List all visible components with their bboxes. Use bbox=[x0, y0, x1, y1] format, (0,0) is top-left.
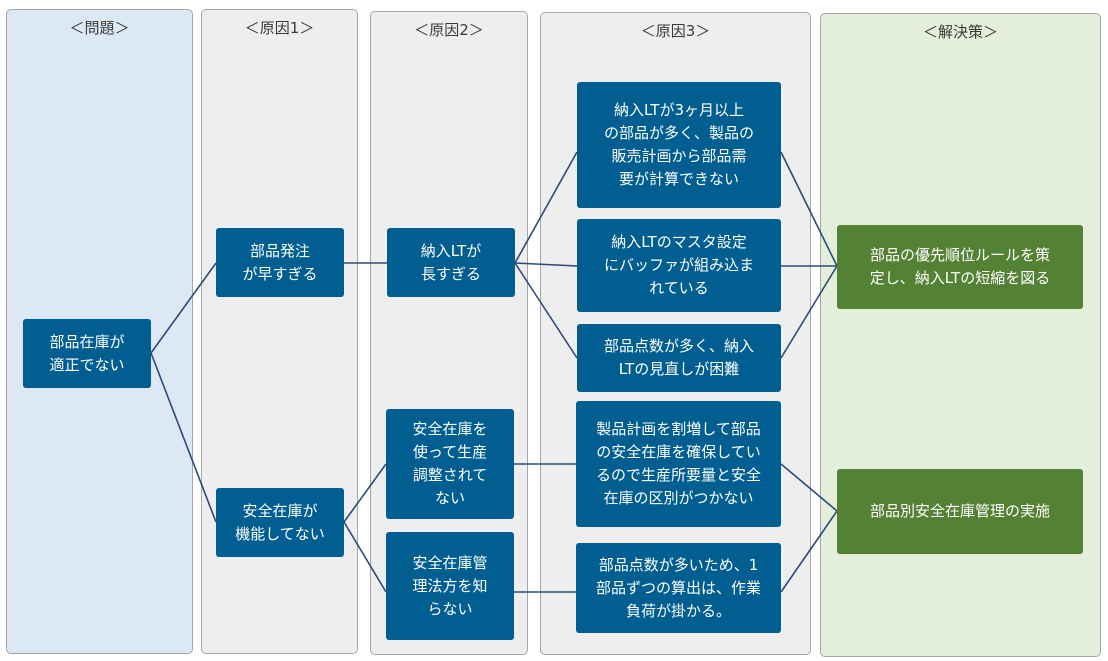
node-cause3-4: 製品計画を割増して部品 の安全在庫を確保してい るので生産所要量と安全 在庫の区… bbox=[576, 401, 781, 527]
connector-c1bottom-c2mid bbox=[343, 463, 387, 523]
node-cause3-3: 部品点数が多く、納入 LTの見直しが困難 bbox=[577, 324, 781, 392]
node-problem: 部品在庫が 適正でない bbox=[23, 319, 151, 388]
node-solution-safety-stock-mgmt: 部品別安全在庫管理の実施 bbox=[837, 469, 1083, 554]
node-cause2-long-leadtime: 納入LTが 長すぎる bbox=[387, 228, 515, 297]
node-cause3-5: 部品点数が多いため、1 部品ずつの算出は、作業 負荷が掛かる。 bbox=[576, 543, 781, 633]
node-cause3-2: 納入LTのマスタ設定 にバッファが組み込ま れている bbox=[577, 219, 781, 312]
connector-c2top-c33 bbox=[514, 262, 578, 359]
cause2-column-title: ＜原因2＞ bbox=[414, 21, 484, 39]
connector-problem-c1bottom bbox=[150, 352, 217, 523]
node-cause2-not-used: 安全在庫を 使って生産 調整されて ない bbox=[386, 409, 514, 519]
connector-problem-c1top bbox=[150, 262, 217, 354]
cause3-column-title: ＜原因3＞ bbox=[640, 22, 711, 40]
connector-c2top-c31 bbox=[514, 151, 578, 264]
node-solution-priority-rule: 部品の優先順位ルールを策 定し、納入LTの短縮を図る bbox=[837, 225, 1083, 309]
node-cause3-1: 納入LTが3ヶ月以上 の部品が多く、製品の 販売計画から部品需 要が計算できない bbox=[577, 82, 781, 208]
connector-c31-soltop bbox=[780, 151, 838, 267]
connector-c1bottom-c2bottom bbox=[343, 521, 387, 593]
problem-column-title: ＜問題＞ bbox=[69, 19, 130, 37]
node-cause1-safety-stock: 安全在庫が 機能してない bbox=[216, 488, 344, 557]
connector-c35-solbottom bbox=[780, 510, 838, 593]
connector-c34-solbottom bbox=[780, 463, 838, 512]
connector-c33-soltop bbox=[780, 265, 838, 359]
node-cause2-unknown-method: 安全在庫管 理法方を知 らない bbox=[386, 532, 514, 640]
connector-c2top-c32 bbox=[514, 262, 578, 267]
solution-column-title: ＜解決策＞ bbox=[922, 23, 998, 41]
node-cause1-early-order: 部品発注 が早すぎる bbox=[216, 228, 344, 297]
cause1-column-title: ＜原因1＞ bbox=[244, 19, 315, 37]
